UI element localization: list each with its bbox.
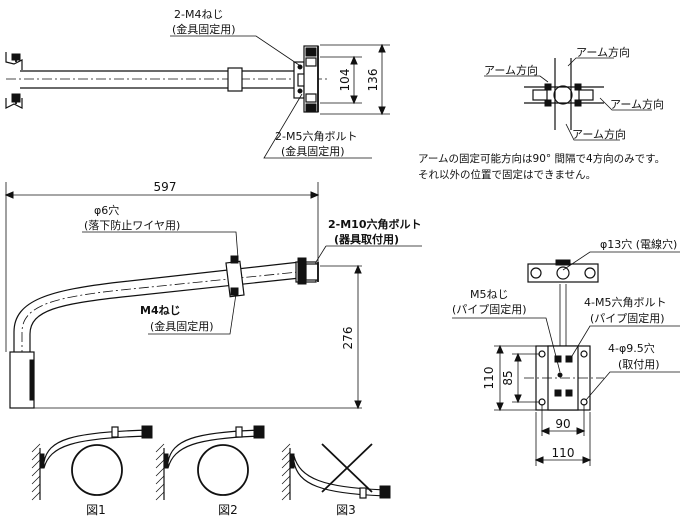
- top-view: 104 136 2-M4ねじ (金具固定用) 2-M5六角ボルト (金具固定用): [5, 8, 390, 159]
- figure-1: 図1: [31, 425, 153, 517]
- m5-screw-label: M5ねじ: [470, 288, 509, 301]
- m5-hex-bolt-label: 4-M5六角ボルト: [584, 296, 666, 309]
- figure-2-label: 図2: [218, 503, 238, 517]
- figure-3-label: 図3: [336, 503, 356, 517]
- m10-bolt-label: 2-M10六角ボルト: [328, 217, 421, 231]
- m4-screw-sublabel: (金具固定用): [172, 22, 236, 36]
- arm-direction-label-left: アーム方向: [484, 63, 538, 77]
- dim-110-horizontal-label: 110: [552, 446, 575, 460]
- m4-screw-label: 2-M4ねじ: [174, 8, 223, 21]
- wire-hole-sublabel: (落下防止ワイヤ用): [84, 218, 180, 232]
- arm-direction-label-top: アーム方向: [576, 45, 630, 59]
- m5-screw-sublabel: (パイプ固定用): [452, 302, 527, 316]
- m5-hex-bolt-sublabel: (パイプ固定用): [590, 311, 665, 325]
- mount-hole-label: 4-φ9.5穴: [608, 341, 655, 355]
- fixing-note-line2: それ以外の位置で固定はできません。: [418, 168, 596, 181]
- m4-screw-side-label: M4ねじ: [140, 304, 181, 317]
- dim-597-label: 597: [154, 180, 177, 194]
- dim-104-label: 104: [338, 69, 352, 92]
- figure-1-label: 図1: [86, 503, 106, 517]
- wire-hole-label: φ6穴: [94, 203, 119, 217]
- side-view: 597 276 φ6穴 (落下防止ワイヤ用) 2-M10六角ボルト (器具取付用…: [4, 180, 422, 410]
- figure-2: 図2: [155, 425, 265, 517]
- wire-hole-13-label: φ13穴 (電線穴): [600, 237, 677, 251]
- dim-276-label: 276: [341, 327, 355, 350]
- arm-direction-label-right: アーム方向: [610, 97, 664, 111]
- m10-bolt-sublabel: (器具取付用): [334, 232, 399, 246]
- m5-bolt-label: 2-M5六角ボルト: [275, 130, 357, 143]
- dim-136-label: 136: [366, 69, 380, 92]
- arm-direction-view: アーム方向 アーム方向 アーム方向 アーム方向 アームの固定可能方向は90° 間…: [418, 45, 665, 181]
- m5-bolt-sublabel: (金具固定用): [281, 144, 345, 158]
- m4-screw-side-sublabel: (金具固定用): [150, 319, 214, 333]
- base-view: 110 85 90 110 φ13穴 (電線穴) M5ねじ (パイプ固定用) 4…: [452, 237, 680, 466]
- dim-90-label: 90: [555, 417, 570, 431]
- figure-3: 図3: [281, 443, 391, 517]
- dim-85-label: 85: [501, 370, 515, 385]
- mount-hole-sublabel: (取付用): [618, 358, 660, 371]
- arm-direction-label-bottom: アーム方向: [572, 127, 626, 141]
- fixing-note-line1: アームの固定可能方向は90° 間隔で4方向のみです。: [418, 152, 665, 165]
- dim-110-vertical-label: 110: [482, 367, 496, 390]
